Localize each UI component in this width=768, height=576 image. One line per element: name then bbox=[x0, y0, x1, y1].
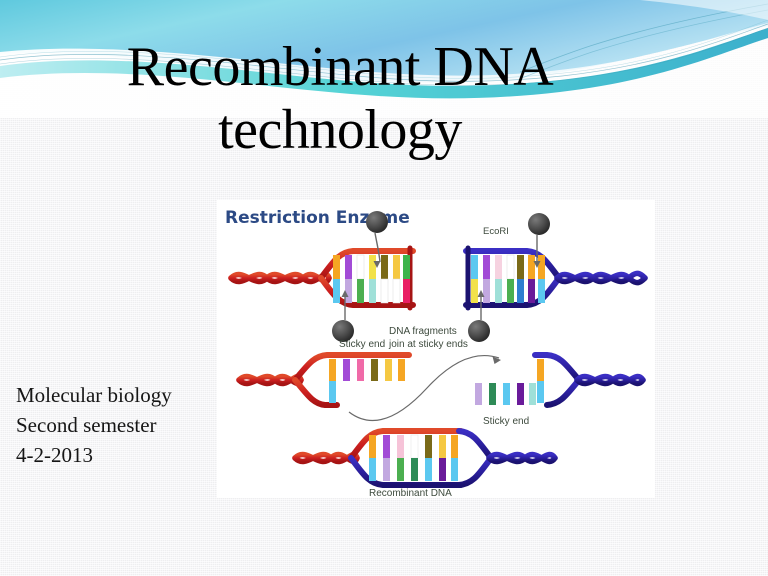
page-title: Recombinant DNA technology bbox=[40, 36, 640, 161]
dna-molecule-blue-intact: EcoRI bbox=[463, 213, 648, 342]
dna-molecule-red-intact bbox=[228, 211, 416, 342]
recombinant-dna-molecule bbox=[292, 428, 558, 488]
subtitle-block: Molecular biology Second semester 4-2-20… bbox=[16, 381, 172, 470]
title-line-2: technology bbox=[218, 98, 462, 161]
figure-title: Restriction Enzyme bbox=[225, 208, 410, 228]
enzyme-blob-bottom-left bbox=[332, 320, 354, 342]
join-note-line-2: join at sticky ends bbox=[388, 339, 468, 350]
join-arrow-curve bbox=[348, 354, 500, 422]
dna-fragment-red-cut bbox=[236, 352, 412, 408]
decorative-wave-banner bbox=[0, 0, 768, 118]
sticky-end-label-left: Sticky end bbox=[339, 339, 385, 350]
enzyme-blob-top-left bbox=[366, 211, 388, 233]
title-line-1: Recombinant DNA bbox=[126, 36, 554, 98]
subtitle-date: 4-2-2013 bbox=[16, 442, 93, 467]
subtitle-term: Second semester bbox=[16, 412, 157, 437]
join-note-line-1: DNA fragments bbox=[389, 326, 457, 337]
sticky-end-label-right: Sticky end bbox=[483, 416, 529, 427]
restriction-enzyme-figure: Restriction Enzyme bbox=[217, 200, 655, 498]
base-pairs-recombinant bbox=[369, 434, 458, 481]
enzyme-blob-top-right bbox=[528, 213, 550, 235]
recombinant-dna-label: Recombinant DNA bbox=[369, 488, 452, 498]
enzyme-name-label: EcoRI bbox=[483, 226, 509, 237]
base-pairs-blue bbox=[471, 254, 545, 303]
join-arrow-head bbox=[492, 356, 501, 364]
dna-fragment-blue-cut bbox=[470, 352, 646, 408]
subtitle-course: Molecular biology bbox=[16, 383, 172, 407]
enzyme-blob-bottom-right bbox=[468, 320, 490, 342]
base-pairs-red bbox=[333, 254, 410, 304]
